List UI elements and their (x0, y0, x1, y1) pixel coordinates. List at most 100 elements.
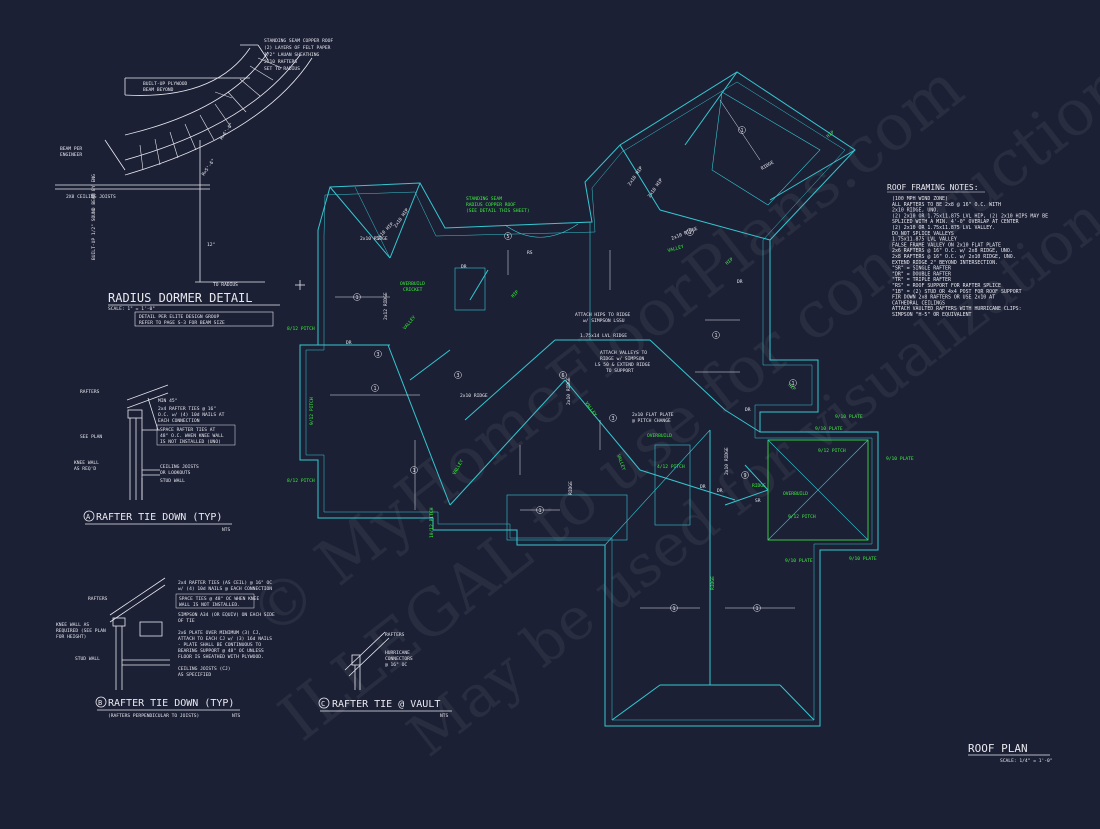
dormer-note-2: REFER TO PAGE S-3 FOR BEAM SIZE (139, 320, 225, 326)
hip-2: HIP (724, 256, 734, 266)
svg-text:1: 1 (741, 128, 744, 134)
b-knee-3: FOR HEIGHT) (56, 634, 86, 640)
roof-plan-labels: STANDING SEAM RADIUS COPPER ROOF (SEE DE… (287, 129, 914, 590)
framing-note-line: CATHEDRAL CEILINGS (892, 300, 945, 306)
a-stud: STUD WALL (160, 478, 185, 484)
framing-note-line: "SR" = SINGLE RAFTER (892, 266, 951, 272)
dormer-note-box (134, 311, 274, 327)
pitch-9-12-sq: 9/12 PITCH (788, 514, 816, 520)
ridge-2x12: 2x12 RIDGE (383, 292, 389, 320)
framing-note-line: (2) 2x10 OR 1.75x11.875 LVL HIP, (2) 2x1… (892, 213, 1048, 219)
framing-notes-title: ROOF FRAMING NOTES: (887, 183, 979, 192)
svg-text:6: 6 (562, 373, 565, 379)
a-space-2: 48" O.C. WHEN KNEE WALL (160, 433, 224, 439)
framing-note-line: ALL RAFTERS TO BE 2x8 @ 16" O.C. WITH (892, 202, 1001, 208)
svg-text:1: 1 (715, 333, 718, 339)
radius-dormer-detail (55, 44, 313, 290)
framing-note-line: 2x10 RIDGE, UNO. (892, 208, 939, 214)
framing-note-line: FALSE FRAME VALLEY ON 2x10 FLAT PLATE (892, 242, 1001, 248)
callout-1: 1 (410, 466, 418, 474)
detail-b-badge (95, 696, 107, 708)
plate-9-10-e: 9/10 PLATE (815, 426, 843, 432)
framing-note-line: 2x6 RAFTERS @ 16" O.C. w/ 2x8 RIDGE, UNO… (892, 248, 1013, 254)
cricket-label: CRICKET (403, 287, 423, 293)
pitch-8-12: 8/12 PITCH (287, 326, 315, 332)
dr-3: DR (737, 279, 743, 285)
dr-5: DR (700, 484, 706, 490)
a-ceiling-1: CEILING JOISTS (160, 464, 199, 470)
b-plate-4: BEARING SUPPORT @ 48" OC UNLESS (178, 648, 264, 654)
a-rafters: RAFTERS (80, 389, 100, 395)
framing-note-line: DO NOT SPLICE VALLEYS (892, 231, 954, 237)
framing-note-line: FIR DOWN 2x8 RAFTERS OR USE 2x10 AT (892, 295, 995, 301)
svg-text:1: 1 (539, 508, 542, 514)
svg-text:1: 1 (756, 606, 759, 612)
framing-note-line: 1.75x11.875 LVL VALLEY (892, 237, 957, 243)
callout-rafters: 2X10 RAFTERS (264, 59, 297, 65)
valley-2: VALLEY (402, 315, 417, 332)
overbuild-3: OVERBUILD (783, 491, 808, 497)
svg-text:1: 1 (792, 381, 795, 387)
beam-engineer: BEAM PER (60, 146, 82, 152)
framing-note-line: EXTEND RIDGE 2" BEYOND INTERSECTION. (892, 260, 998, 266)
dormer-scale: SCALE: 1" = 1'-0" (108, 306, 155, 312)
framing-note-line: 2x8 RAFTERS @ 16" O.C. w/ 2x10 RIDGE, UN… (892, 254, 1016, 260)
ridge-2x10-e: 2x10 RIDGE (360, 236, 388, 242)
detail-a-scale: NTS (222, 527, 231, 533)
attach-hips-1: ATTACH HIPS TO RIDGE (575, 312, 631, 318)
callout-1: 1 (789, 379, 797, 387)
callout-felt: (2) LAYERS OF FELT PAPER (264, 45, 331, 51)
framing-note-line: ATTACH VAULTED RAFTERS WITH HURRICANE CL… (892, 306, 1022, 312)
ridge-2x10-c: 2x10 RIDGE (724, 447, 730, 475)
dormer-title: RADIUS DORMER DETAIL (108, 291, 253, 305)
b-stud: STUD WALL (75, 656, 100, 662)
hip-3: HIP (787, 382, 797, 392)
b-simpson-2: OF TIE (178, 618, 195, 624)
callout-roof: STANDING SEAM COPPER ROOF (264, 38, 333, 44)
callout-1: 1 (753, 604, 761, 612)
attach-valleys-4: TO SUPPORT (606, 368, 634, 374)
flat-plate-1: 2x10 FLAT PLATE (632, 412, 674, 418)
a-ceiling-2: OR LOOKOUTS (160, 470, 191, 476)
dim-to-radius: TO RADIUS (213, 282, 238, 288)
a-tie-2: O.C. w/ (4) 10d NAILS AT (158, 412, 225, 418)
framing-notes: ROOF FRAMING NOTES: (100 MPH WIND ZONE)A… (887, 183, 1048, 318)
dim-vertical: BUILT-UP 1/2" SOUND BEAM BY ENG (91, 174, 97, 260)
detail-b-text: RAFTERS 2x4 RAFTER TIES (AS CEIL) @ 16" … (56, 580, 275, 678)
b-cj-1: CEILING JOISTS (CJ) (178, 666, 231, 672)
valley-5: VALLEY (615, 454, 626, 472)
ridge-2x10-a: 2x10 RIDGE (460, 393, 488, 399)
callout-1: 1 (712, 331, 720, 339)
dormer-text: STANDING SEAM COPPER ROOF (2) LAYERS OF … (60, 38, 333, 288)
pitch-10-12: 10/12 PITCH (429, 507, 435, 538)
callout-radius: SET TO RADIUS (264, 66, 300, 72)
plate-9-10-d: 9/10 PLATE (785, 558, 813, 564)
framing-note-line: "DR" = DOUBLE RAFTER (892, 271, 951, 277)
lvl-ridge: 1.75x14 LVL RIDGE (580, 333, 627, 339)
b-plate-1: 2x6 PLATE OVER MINIMUM (3) CJ, (178, 630, 261, 636)
attach-valleys-1: ATTACH VALLEYS TO (600, 350, 647, 356)
hip-2x10-c: 2x10 HIP (627, 165, 645, 187)
rs-1: RS (527, 250, 533, 256)
plate-9-10-a: 9/10 PLATE (835, 414, 863, 420)
ridge-green: RIDGE (752, 483, 766, 489)
a-tie-3: EACH CONNECTION (158, 418, 200, 424)
detail-c-title: RAFTER TIE @ VAULT (332, 699, 440, 710)
callout-3: 3 (454, 371, 462, 379)
callout-1: 1 (738, 126, 746, 134)
svg-text:3: 3 (612, 416, 615, 422)
beam-label: BUILT-UP PLYWOOD (143, 81, 187, 87)
detail-c-text: RAFTERS HURRICANE CONNECTORS @ 16" OC (385, 632, 413, 668)
hip-1: HIP (510, 289, 520, 299)
beam-engineer-2: ENGINEER (60, 152, 82, 158)
standing-seam-3: (SEE DETAIL THIS SHEET) (466, 208, 530, 214)
b-knee-1: KNEE WALL AS (56, 622, 89, 628)
watermark-line-2: ILLEGAL to use for construction (266, 48, 1100, 756)
detail-c-badge (318, 697, 330, 709)
b-knee-2: REQUIRED (SEE PLAN (56, 628, 106, 634)
detail-a-badge (83, 510, 95, 522)
callout-1: 1 (353, 293, 361, 301)
pitch-9-12-top: 9/12 PITCH (818, 448, 846, 454)
svg-text:5: 5 (507, 234, 510, 240)
